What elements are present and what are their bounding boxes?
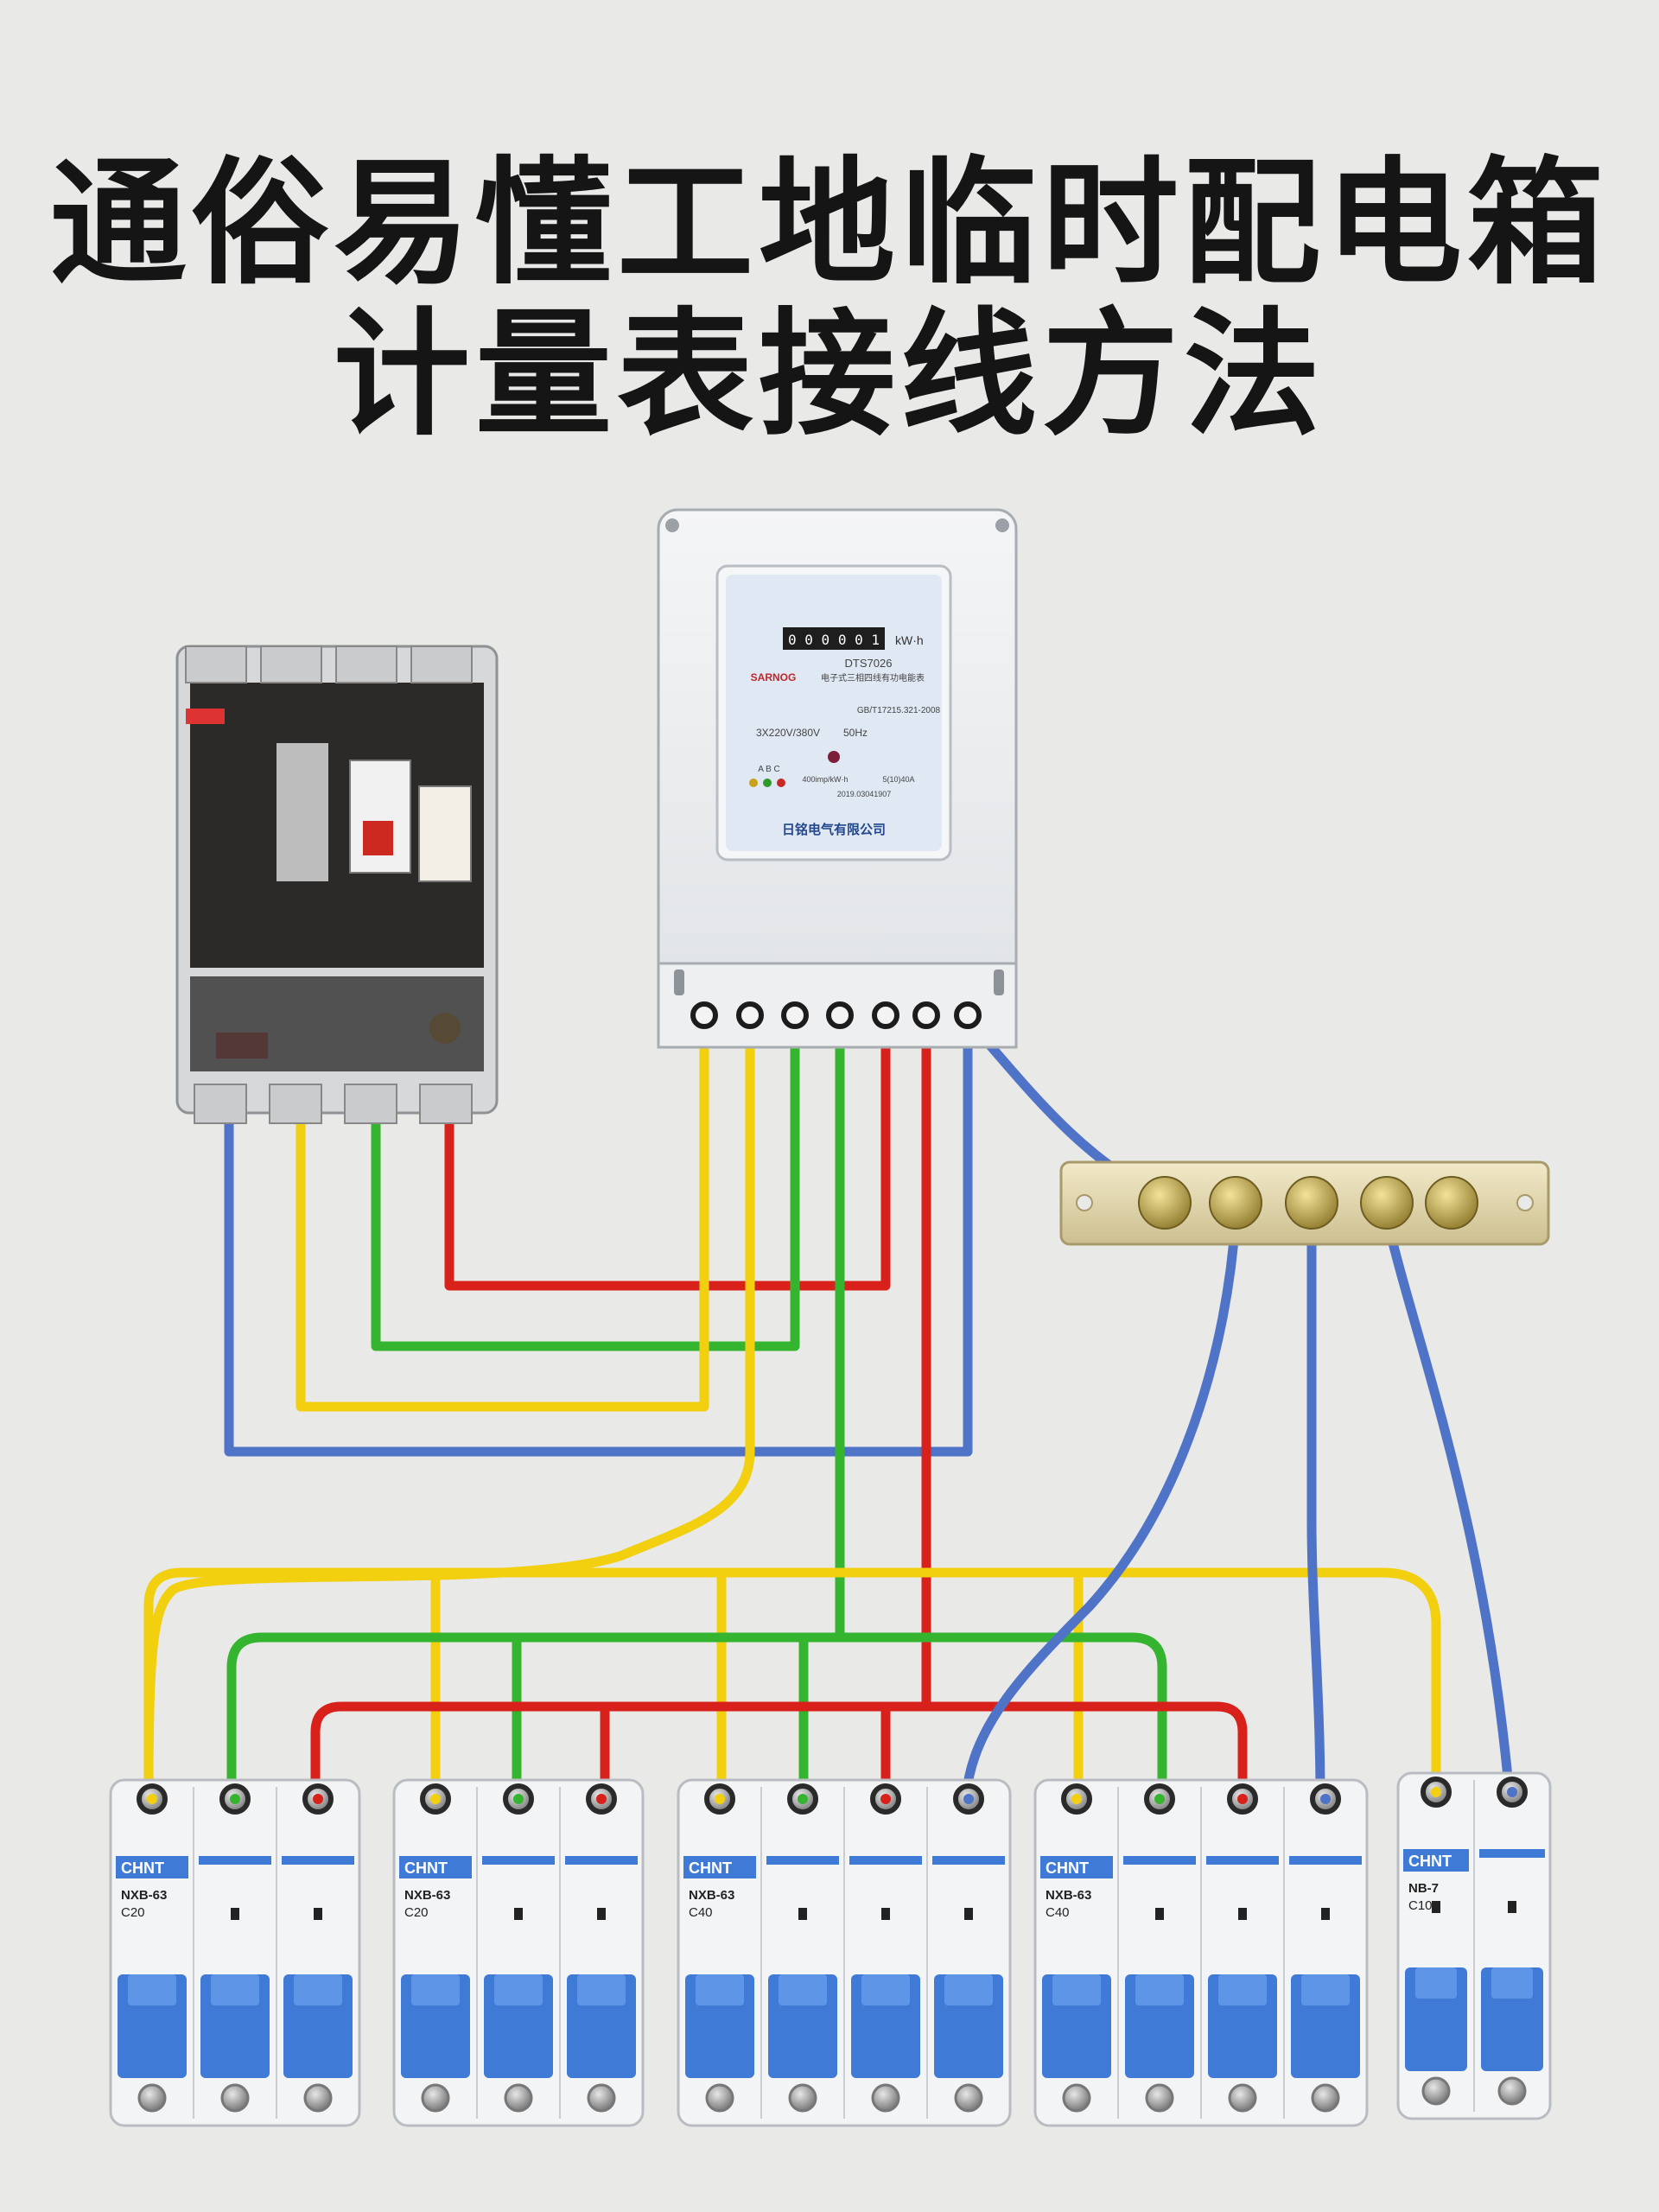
wire-blue-neutral-1 xyxy=(961,1213,1241,1802)
bottom-terminal xyxy=(1421,2076,1451,2106)
title-line-2: 计量表接线方法 xyxy=(334,296,1325,454)
meter-counter: 0 0 0 0 0 1 xyxy=(788,632,880,648)
phase-a-led xyxy=(749,779,758,787)
wire-green-rcd-to-meter xyxy=(371,1014,800,1351)
breaker-brand: CHNT xyxy=(1046,1859,1089,1877)
wire-yellow-bus xyxy=(143,1567,1441,1802)
wire-blue-neutral-2 xyxy=(1306,1213,1325,1802)
wire-blue-rcd-to-meter xyxy=(224,1014,973,1457)
wire-green-bus xyxy=(226,1632,1167,1802)
wire-red-rcd-to-meter xyxy=(444,1014,891,1291)
meter-unit: kW·h xyxy=(895,633,924,647)
wire-blue-neutral-3 xyxy=(1382,1213,1516,1811)
meter-model: DTS7026 xyxy=(845,657,893,670)
breaker-brand: CHNT xyxy=(404,1859,448,1877)
rcd-breaker[interactable] xyxy=(175,645,499,1124)
breaker-model: NXB-63 xyxy=(1046,1888,1091,1903)
meter-brand: SARNOG xyxy=(751,671,797,683)
breaker-rating: C40 xyxy=(689,1905,713,1920)
breaker-brand: CHNT xyxy=(689,1859,732,1877)
breaker-brand: CHNT xyxy=(1408,1853,1452,1870)
phase-c-led xyxy=(777,779,785,787)
meter-current: 5(10)40A xyxy=(882,775,914,784)
rcd-handle[interactable] xyxy=(349,760,411,874)
bottom-terminal xyxy=(504,2083,533,2113)
phase-b-led xyxy=(763,779,772,787)
bottom-terminal xyxy=(421,2083,450,2113)
breaker-rating: C20 xyxy=(404,1905,429,1920)
breaker-model: NXB-63 xyxy=(121,1888,167,1903)
bottom-terminal xyxy=(587,2083,616,2113)
wire-red-bus xyxy=(310,1701,1248,1802)
bottom-terminal xyxy=(220,2083,250,2113)
pulse-led xyxy=(828,751,840,763)
bottom-terminal xyxy=(788,2083,817,2113)
breaker-rating: C40 xyxy=(1046,1905,1070,1920)
wires xyxy=(143,1014,1516,1811)
busbar-screws xyxy=(1138,1176,1478,1230)
bottom-terminal xyxy=(1062,2083,1091,2113)
meter-phase-labels: A B C xyxy=(758,765,780,774)
breaker-model: NXB-63 xyxy=(404,1888,450,1903)
meter-type: 电子式三相四线有功电能表 xyxy=(821,672,925,683)
energy-meter: 0 0 0 0 0 1 kW·h DTS7026 SARNOG 电子式三相四线有… xyxy=(657,508,1018,1049)
bottom-terminal xyxy=(1497,2076,1527,2106)
neutral-busbar xyxy=(1059,1160,1550,1246)
meter-serial: 2019.03041907 xyxy=(837,790,892,798)
meter-voltage: 3X220V/380V xyxy=(756,727,820,739)
bottom-terminal xyxy=(1228,2083,1257,2113)
breaker-model: NXB-63 xyxy=(689,1888,734,1903)
breakers: CHNTNXB-63C20CHNTNXB-63C20CHNTNXB-63C40C… xyxy=(109,1771,1552,2127)
bottom-terminal xyxy=(137,2083,167,2113)
bottom-terminal xyxy=(871,2083,900,2113)
breaker-rating: C20 xyxy=(121,1905,145,1920)
title-line-1: 通俗易懂工地临时配电箱 xyxy=(50,144,1609,303)
breaker-model: NB-7 xyxy=(1408,1881,1439,1896)
meter-standard: GB/T17215.321-2008 xyxy=(857,706,941,715)
meter-counter-window xyxy=(783,627,885,650)
meter-terminals xyxy=(690,1001,982,1029)
meter-frequency: 50Hz xyxy=(843,727,868,739)
bottom-terminal xyxy=(954,2083,983,2113)
breaker-brand: CHNT xyxy=(121,1859,164,1877)
breaker-rating: C10 xyxy=(1408,1898,1433,1913)
bottom-terminal xyxy=(1145,2083,1174,2113)
wire-yellow-rcd-to-meter xyxy=(296,1014,709,1412)
meter-constant: 400imp/kW·h xyxy=(802,775,848,784)
meter-maker: 日铭电气有限公司 xyxy=(782,822,886,837)
bottom-terminal xyxy=(705,2083,734,2113)
bottom-terminal xyxy=(303,2083,333,2113)
bottom-terminal xyxy=(1311,2083,1340,2113)
